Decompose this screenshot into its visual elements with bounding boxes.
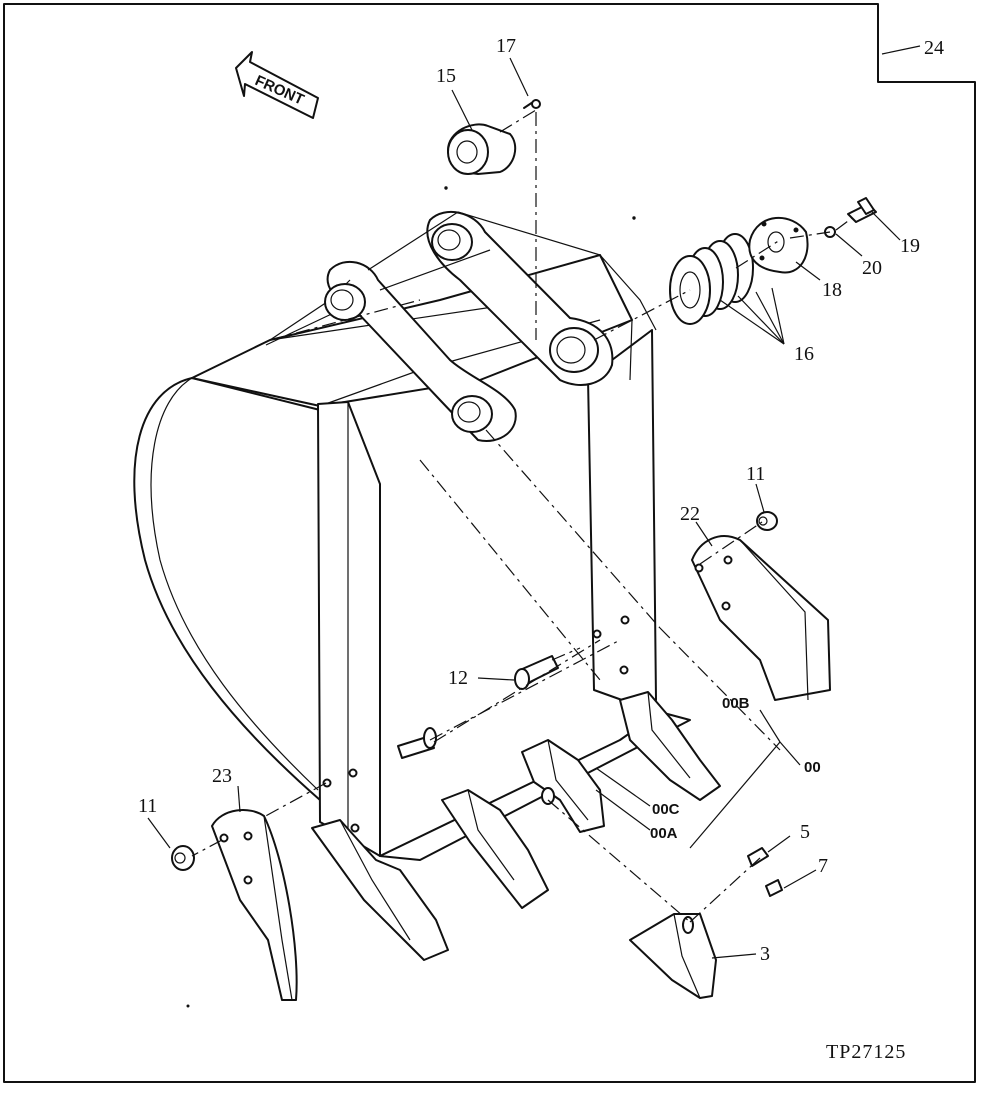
callout-22: 22 [680,503,700,525]
leader-lines [147,45,921,959]
alignment-lines [191,109,853,923]
callout-00B: 00B [722,695,750,712]
callout-7: 7 [818,855,828,877]
callout-18: 18 [822,279,842,301]
retainer-plate [748,217,809,274]
scan-specks [186,186,636,1008]
bolt-12-lower [397,727,437,759]
callout-3: 3 [760,943,770,965]
callout-11-top: 11 [746,463,765,485]
callout-00: 00 [804,759,821,776]
tooth-part [629,913,717,999]
retainer-pin [765,879,783,897]
callout-16: 16 [794,343,814,365]
callout-12: 12 [448,667,468,689]
bolt-part [847,197,877,223]
side-cutter-left [211,809,298,1001]
shim-stack [669,233,754,325]
pin-part [523,99,541,109]
bushing-part [447,123,517,175]
callout-24: 24 [924,37,944,59]
callout-labels: 24 17 15 19 20 18 16 11 22 12 00B 00 00C… [138,35,944,965]
callout-17: 17 [496,35,516,57]
callout-00A: 00A [650,825,678,842]
callout-5: 5 [800,821,810,843]
callout-11-left: 11 [138,795,157,817]
callout-20: 20 [862,257,882,279]
callout-15: 15 [436,65,456,87]
callout-23: 23 [212,765,232,787]
callout-00C: 00C [652,801,680,818]
front-arrow: FRONT [235,51,319,119]
adapter-center [521,739,605,833]
nut-top [756,511,778,531]
figure-code: TP27125 [826,1041,906,1063]
adapter-middle [441,789,549,909]
diagram-frame [3,3,976,1083]
callout-19: 19 [900,235,920,257]
adapter-left [311,819,449,961]
adapter-right [619,691,721,801]
boss-pins [324,223,599,433]
side-cutter-right [691,535,831,701]
nut-left [171,845,195,871]
lock-pin [747,847,769,867]
bolt-12-upper [514,655,559,690]
